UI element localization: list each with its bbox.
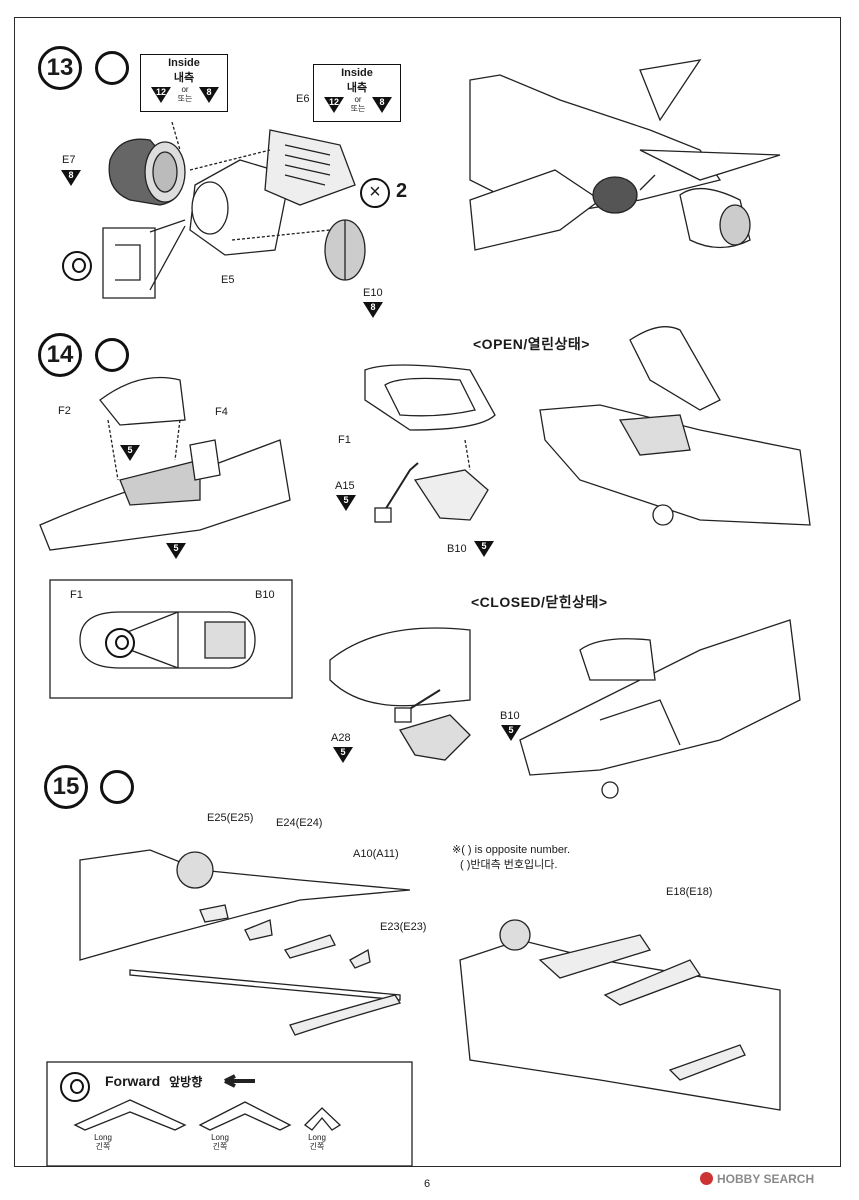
inside-paint-callout-2: Inside 내측 12 or 또는 8	[313, 64, 401, 122]
part-label-b10-closed: B10	[500, 710, 520, 722]
long-side-label-3: Long 긴쪽	[302, 1133, 332, 1151]
paint-number-a28: 5	[333, 747, 353, 763]
glue-icon	[95, 338, 129, 372]
page-number: 6	[424, 1178, 431, 1190]
part-label-e23: E23(E23)	[380, 921, 427, 933]
quantity-value: 2	[396, 180, 408, 202]
tip-lightbulb-icon	[60, 1072, 90, 1102]
part-label-e25: E25(E25)	[207, 812, 254, 824]
exhaust-nozzle-e7	[108, 138, 186, 206]
glue-icon	[95, 51, 129, 85]
inside-label-en: Inside	[341, 67, 373, 79]
forward-label: Forward 앞방향	[105, 1073, 202, 1090]
aircraft-underside-left	[79, 849, 411, 1036]
closed-state-heading: <CLOSED/닫힌상태>	[471, 594, 608, 610]
watermark-logo: HOBBY SEARCH	[700, 1172, 814, 1186]
long-side-label-1: Long 긴쪽	[88, 1133, 118, 1151]
paint-number-12: 12	[151, 87, 171, 103]
paint-number-f4: 5	[120, 445, 140, 461]
long-ko: 긴쪽	[309, 1142, 325, 1151]
part-label-f2: F2	[58, 405, 71, 417]
step-number-14: 14	[38, 333, 82, 377]
part-label-f4: F4	[215, 406, 228, 418]
part-label-b10: B10	[447, 543, 467, 555]
paint-number-b10: 5	[474, 541, 494, 557]
forward-label-en: Forward	[105, 1073, 161, 1089]
or-label-en: or	[354, 95, 362, 104]
aircraft-open-canopy	[539, 326, 811, 526]
forward-label-ko: 앞방향	[169, 1075, 203, 1089]
long-ko: 긴쪽	[95, 1142, 111, 1151]
part-label-e6: E6	[296, 93, 310, 105]
canopy-f1-parts	[364, 364, 496, 523]
watermark-icon	[700, 1172, 713, 1185]
open-state-heading: <OPEN/열린상태>	[473, 336, 590, 352]
part-label-e5: E5	[221, 274, 235, 286]
note-en: ※( ) is opposite number.	[452, 844, 571, 856]
paint-number-12: 12	[324, 97, 344, 113]
paint-number-8: 8	[199, 87, 219, 103]
detail-label-f1: F1	[70, 589, 83, 601]
long-en: Long	[211, 1133, 229, 1142]
part-label-a10: A10(A11)	[353, 848, 399, 860]
detail-label-b10: B10	[255, 589, 275, 601]
canopy-step14-left	[39, 376, 291, 551]
inside-label-en: Inside	[168, 57, 200, 69]
tip-lightbulb-icon	[105, 628, 135, 658]
part-label-e24: E24(E24)	[276, 817, 323, 829]
canopy-closed-parts	[329, 627, 471, 761]
watermark-text: HOBBY SEARCH	[717, 1172, 815, 1186]
long-en: Long	[308, 1133, 326, 1142]
aircraft-underside-right	[459, 919, 781, 1111]
part-label-e10: E10	[363, 287, 383, 299]
paint-number-e7: 8	[61, 170, 81, 186]
quantity-multiply-icon: ×	[360, 178, 390, 208]
note-ko: ( )반대측 번호입니다.	[460, 859, 558, 871]
part-label-a15: A15	[335, 480, 355, 492]
blanking-plate-e10	[324, 219, 366, 281]
part-label-f1: F1	[338, 434, 351, 446]
long-en: Long	[94, 1133, 112, 1142]
inside-label-ko: 내측	[173, 72, 195, 84]
inner-duct-e6	[264, 129, 356, 206]
inside-paint-callout-1: Inside 내측 12 or 또는 8	[140, 54, 228, 112]
paint-number-8: 8	[372, 97, 392, 113]
part-label-e7: E7	[62, 154, 76, 166]
paint-number-e10: 8	[363, 302, 383, 318]
paint-number-b10-closed: 5	[501, 725, 521, 741]
aircraft-closed-canopy	[519, 619, 801, 799]
paint-number-bottom: 5	[166, 543, 186, 559]
tip-lightbulb-icon	[62, 251, 92, 281]
paint-number-a15: 5	[336, 495, 356, 511]
long-side-label-2: Long 긴쪽	[205, 1133, 235, 1151]
or-label-en: or	[181, 85, 189, 94]
page-frame	[14, 17, 841, 1167]
long-ko: 긴쪽	[212, 1142, 228, 1151]
step-number-13: 13	[38, 46, 82, 90]
or-label-ko: 또는	[177, 94, 193, 103]
step-number-15: 15	[44, 765, 88, 809]
part-label-a28: A28	[331, 732, 351, 744]
aircraft-rear-view	[469, 59, 781, 251]
opposite-number-note: ※( ) is opposite number. ( )반대측 번호입니다.	[452, 843, 570, 873]
inside-label-ko: 내측	[346, 82, 368, 94]
part-label-e18: E18(E18)	[666, 886, 713, 898]
or-label-ko: 또는	[350, 104, 366, 113]
glue-icon	[100, 770, 134, 804]
